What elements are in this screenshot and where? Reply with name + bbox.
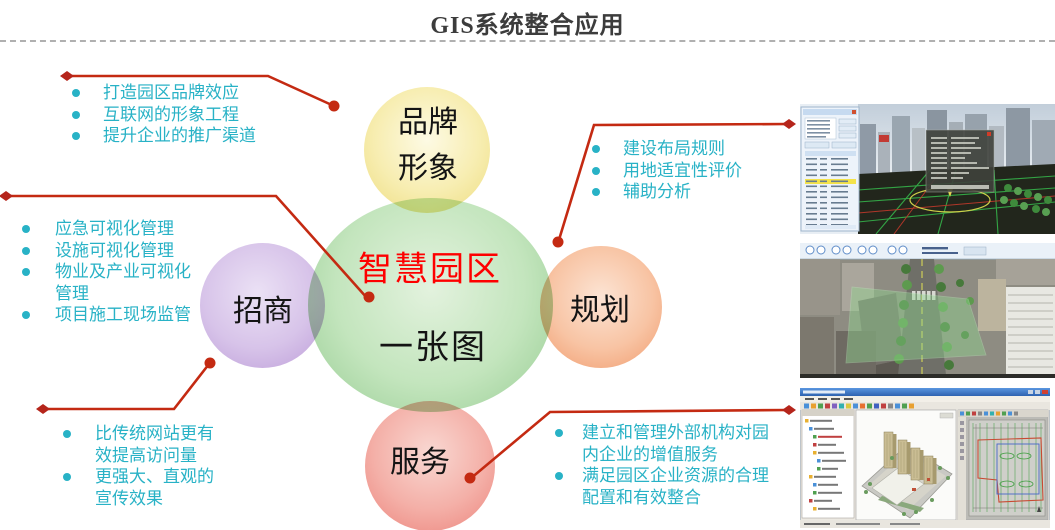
bullet-text: 满足园区企业资源的合理配置和有效整合 xyxy=(582,466,769,507)
gis-screenshot-3d-street xyxy=(800,243,1055,378)
towers xyxy=(883,431,937,485)
window-titlebar xyxy=(800,388,1050,396)
bullet-dot-icon xyxy=(63,430,71,438)
panel-close-icon xyxy=(852,110,856,114)
bullet-text: 项目施工现场监管 xyxy=(55,305,191,324)
plan-green-lines xyxy=(972,422,1042,513)
bullet-text: 互联网的形象工程 xyxy=(103,104,239,124)
panel-buttons xyxy=(838,118,857,139)
bullet-dot-icon xyxy=(22,311,30,319)
analysis-overlay xyxy=(845,286,987,364)
label-investment: 招商 xyxy=(233,295,293,328)
model-trees xyxy=(864,456,950,516)
bullet-text: 比传统网站更有效提高访问量 xyxy=(95,424,214,465)
street-trees xyxy=(894,264,974,370)
bullet-item: 互联网的形象工程 xyxy=(72,104,256,126)
bullet-item: 打造园区品牌效应 xyxy=(72,82,256,104)
bullet-item: 物业及产业可视化管理 xyxy=(22,261,195,304)
layer-panel xyxy=(800,106,860,232)
page-title: GIS系统整合应用 xyxy=(430,13,625,39)
bullet-dot-icon xyxy=(555,429,563,437)
bullet-text: 提升企业的推广渠道 xyxy=(103,126,256,145)
toolbar xyxy=(800,402,1050,410)
bullet-text: 辅助分析 xyxy=(623,182,691,201)
bullet-item: 项目施工现场监管 xyxy=(22,304,195,326)
north-arrow-icon xyxy=(1037,506,1041,512)
bullet-dot-icon xyxy=(72,89,80,97)
status-bar xyxy=(800,520,1050,528)
gis-screenshot-cad-window xyxy=(800,388,1050,528)
bullet-text: 用地适宜性评价 xyxy=(623,160,742,180)
bullet-group-investment-web: 比传统网站更有效提高访问量 更强大、直观的宣传效果 xyxy=(63,423,219,509)
circle-brand xyxy=(364,87,490,213)
circle-center-onemap xyxy=(308,198,553,412)
gis-screenshot-3d-city xyxy=(800,104,1055,234)
popup-close-icon xyxy=(987,132,991,136)
bullet-dot-icon xyxy=(22,225,30,233)
bullet-group-investment-manage: 应急可视化管理 设施可视化管理 物业及产业可视化管理 项目施工现场监管 xyxy=(22,218,195,326)
label-planning: 规划 xyxy=(570,294,630,327)
bullet-text: 物业及产业可视化管理 xyxy=(55,262,191,303)
plan-blue-boundary xyxy=(996,443,1040,495)
title-divider xyxy=(0,40,1055,42)
label-brand: 品牌 形象 xyxy=(398,100,458,192)
info-popup xyxy=(925,129,995,193)
nav-buttons xyxy=(805,245,908,255)
layer-tree-panel xyxy=(801,409,855,519)
bullet-group-planning: 建设布局规则 用地适宜性评价 辅助分析 xyxy=(592,138,742,203)
plan-2d-view xyxy=(957,409,1049,521)
plan-red-boundary xyxy=(977,437,1044,503)
bullet-item: 满足园区企业资源的合理配置和有效整合 xyxy=(555,465,774,508)
bullet-item: 比传统网站更有效提高访问量 xyxy=(63,423,219,466)
label-brand-line2: 形象 xyxy=(398,152,458,185)
plan-green-blobs xyxy=(999,452,1034,488)
bullet-text: 设施可视化管理 xyxy=(55,240,174,260)
minimize-icon xyxy=(1028,390,1033,394)
bullet-dot-icon xyxy=(555,472,563,480)
bullet-dot-icon xyxy=(592,145,600,153)
connector-investment-web xyxy=(43,363,211,411)
label-center-smartpark: 智慧园区 xyxy=(358,250,502,289)
bullet-text: 建立和管理外部机构对园内企业的增值服务 xyxy=(582,423,769,464)
label-brand-line1: 品牌 xyxy=(398,106,458,139)
bullet-group-service: 建立和管理外部机构对园内企业的增值服务 满足园区企业资源的合理配置和有效整合 xyxy=(555,422,774,508)
trees xyxy=(1000,184,1052,216)
maximize-icon xyxy=(1035,390,1040,394)
bullet-item: 建立和管理外部机构对园内企业的增值服务 xyxy=(555,422,774,465)
bullet-text: 更强大、直观的宣传效果 xyxy=(95,467,214,508)
bullet-item: 设施可视化管理 xyxy=(22,240,195,262)
model-3d-view xyxy=(855,409,957,521)
street-buildings xyxy=(800,259,1055,375)
bullet-item: 提升企业的推广渠道 xyxy=(72,125,256,147)
bullet-dot-icon xyxy=(72,110,80,119)
menu-bar xyxy=(800,396,1050,402)
crosswalk xyxy=(912,291,936,300)
bullet-item: 应急可视化管理 xyxy=(22,218,195,240)
label-center-onemap: 一张图 xyxy=(379,328,487,367)
bullet-item: 建设布局规则 xyxy=(592,138,742,160)
bullet-dot-icon xyxy=(22,268,30,276)
bullet-group-brand: 打造园区品牌效应 互联网的形象工程 提升企业的推广渠道 xyxy=(72,82,256,147)
bullet-dot-icon xyxy=(592,188,600,196)
bullet-item: 用地适宜性评价 xyxy=(592,160,742,182)
table-rows xyxy=(806,158,848,226)
bullet-item: 辅助分析 xyxy=(592,181,742,203)
bullet-dot-icon xyxy=(22,246,30,255)
bullet-dot-icon xyxy=(592,166,600,175)
bullet-text: 建设布局规则 xyxy=(623,139,725,158)
bullet-dot-icon xyxy=(72,132,80,140)
bullet-dot-icon xyxy=(63,473,71,481)
highlight-row xyxy=(805,179,856,184)
label-service: 服务 xyxy=(390,446,450,479)
close-icon xyxy=(1042,390,1048,394)
bullet-item: 更强大、直观的宣传效果 xyxy=(63,466,219,509)
bullet-text: 打造园区品牌效应 xyxy=(103,83,239,102)
viewer-toolbar xyxy=(800,243,1055,260)
bullet-text: 应急可视化管理 xyxy=(55,219,174,238)
circle-planning xyxy=(540,246,662,368)
